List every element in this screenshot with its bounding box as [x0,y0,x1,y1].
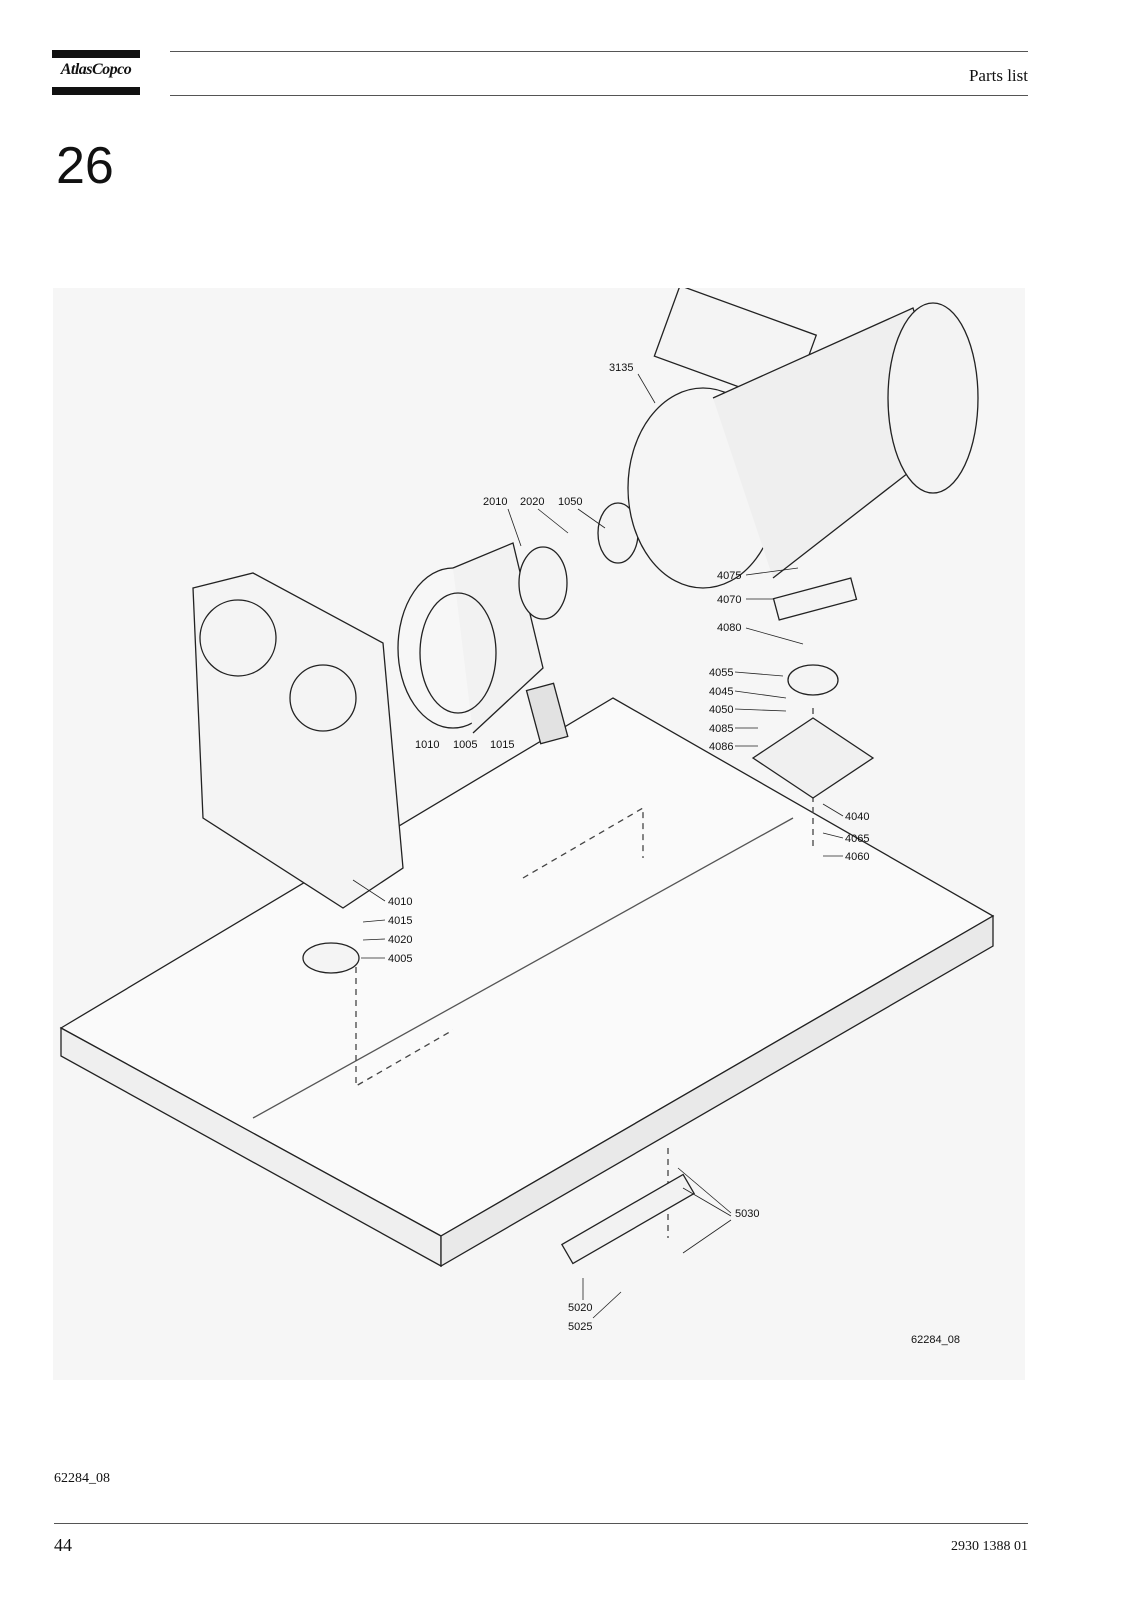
callout-4080: 4080 [717,622,741,634]
dash-guide-2 [522,806,644,879]
callout-1005: 1005 [453,739,477,751]
logo-bar-bottom [52,87,140,95]
callout-4020: 4020 [388,934,412,946]
leader-5030-c [682,1219,732,1254]
base-frame-inner [252,817,794,1119]
callout-4065: 4065 [845,833,869,845]
leader-5030-b [682,1187,732,1217]
lifting-bracket [560,1173,696,1265]
parts-drawing-svg: 3135 2010 2020 1050 4075 4070 4080 4055 … [59,288,995,1346]
leader-4020 [362,938,386,941]
callout-leaders [352,373,844,1319]
motor-mount-rubber [787,664,839,696]
motor-mount-plate [772,577,858,621]
leader-1050 [577,508,606,529]
callout-1015: 1015 [490,739,514,751]
callout-4045: 4045 [709,686,733,698]
drawing-linework [59,288,995,1268]
page-title: Parts list [968,66,1028,85]
leader-4040 [822,803,844,817]
leader-2020 [537,508,569,534]
motor-mount-bracket [751,717,875,799]
coupling-guard-mesh [525,682,569,745]
callout-1050: 1050 [558,496,582,508]
callout-2020: 2020 [520,496,544,508]
callout-labels: 3135 2010 2020 1050 4075 4070 4080 4055 … [388,362,960,1346]
drawing-image-code: 62284_08 [911,1334,960,1346]
callout-4070: 4070 [717,594,741,606]
logo-bar-top [52,50,140,58]
leader-4080 [745,627,804,645]
leader-4075 [745,567,799,576]
motor-end-cover [887,302,979,494]
header-rule-bottom [170,95,1028,96]
logo-wordmark: AtlasCopco [60,61,132,78]
coupling-element [518,546,568,620]
document-number: 2930 1388 01 [951,1539,1028,1554]
callout-4005: 4005 [388,953,412,965]
image-reference: 62284_08 [54,1471,110,1486]
callout-4010: 4010 [388,896,412,908]
leader-4045 [734,690,787,699]
callout-5020: 5020 [568,1302,592,1314]
callout-5030: 5030 [735,1208,759,1220]
leader-4010 [352,879,386,902]
callout-2010: 2010 [483,496,507,508]
callout-1010: 1010 [415,739,439,751]
footer-rule [54,1523,1028,1524]
callout-4040: 4040 [845,811,869,823]
callout-4085: 4085 [709,723,733,735]
section-number: 26 [56,137,114,195]
callout-4075: 4075 [717,570,741,582]
exploded-parts-drawing: 3135 2010 2020 1050 4075 4070 4080 4055 … [53,288,1025,1380]
leader-4065 [822,832,844,839]
gearcase-mount-rubber [302,942,360,974]
gearcase-port-1 [199,599,277,677]
callout-4060: 4060 [845,851,869,863]
leader-5030-a [677,1167,732,1214]
leader-4050 [734,708,787,712]
callout-4050: 4050 [709,704,733,716]
leader-4055 [734,671,784,677]
callout-4015: 4015 [388,915,412,927]
page-number: 44 [54,1535,72,1555]
callout-4086: 4086 [709,741,733,753]
header-rule-top [170,51,1028,52]
leader-5025 [592,1291,622,1319]
leader-2010 [507,508,522,547]
base-frame-side [440,914,994,1268]
gearcase-port-2 [289,664,357,732]
callout-5025: 5025 [568,1321,592,1333]
coupling-housing-bore [419,592,497,714]
callout-3135: 3135 [609,362,633,374]
leader-3135 [637,373,656,404]
leader-4015 [362,919,386,923]
atlas-copco-logo: AtlasCopco [52,50,140,95]
gearcase-body [192,572,404,909]
callout-4055: 4055 [709,667,733,679]
